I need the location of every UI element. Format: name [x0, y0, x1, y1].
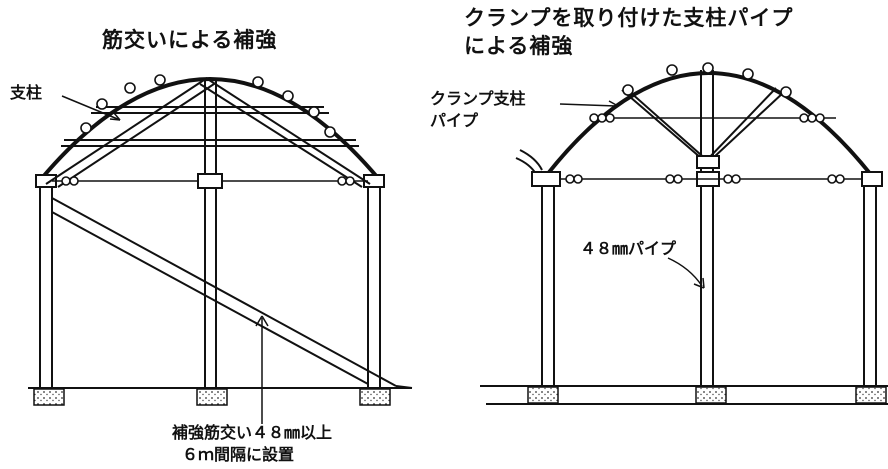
- right-wire-roller: [673, 174, 683, 184]
- left-post-label: 支柱: [10, 83, 43, 102]
- left-post-label-arrowhead: [109, 112, 121, 121]
- left-footing-center: [196, 388, 228, 406]
- right-arch-roller: [622, 84, 634, 96]
- right-diagram-title-line1: クランプを取り付けた支柱パイプ: [464, 6, 794, 30]
- right-wire-roller: [731, 174, 741, 184]
- right-wire-roller: [723, 174, 733, 184]
- left-wire-roller: [337, 176, 347, 186]
- right-greenhouse: [480, 70, 888, 405]
- right-arch-roller: [742, 68, 754, 80]
- left-footing-left: [33, 388, 65, 406]
- right-clamp-block-upper: [696, 155, 720, 169]
- right-arch-roller: [702, 62, 714, 74]
- right-wire-roller: [835, 174, 845, 184]
- left-brace-label-arrowhead: [255, 315, 269, 327]
- right-wire-roller: [597, 113, 607, 123]
- right-hose-end: [515, 149, 543, 175]
- right-outer-post-left: [541, 186, 555, 386]
- left-diagonal-brace: [51, 197, 413, 389]
- right-wire-roller: [573, 174, 583, 184]
- left-wire-roller: [61, 176, 71, 186]
- right-wire-roller: [605, 113, 615, 123]
- left-arch-roller: [80, 122, 92, 134]
- left-arch-roller: [154, 74, 166, 86]
- right-eave-plate-right: [861, 171, 883, 187]
- left-diagram-title: 筋交いによる補強: [102, 28, 278, 52]
- right-clamp-pipe-left: [621, 89, 710, 163]
- left-center-post: [204, 80, 217, 388]
- right-wire-roller: [807, 113, 817, 123]
- left-arch-roller: [324, 126, 336, 138]
- left-greenhouse: [28, 77, 413, 424]
- left-arch-roller: [252, 76, 264, 88]
- right-pipe-label-arrowhead: [693, 277, 705, 289]
- right-clamp-pipe-right: [704, 87, 785, 163]
- left-footing-right: [359, 388, 391, 406]
- right-arch-roller: [780, 86, 792, 98]
- right-arch-roller: [666, 64, 678, 76]
- left-upper-tie-beam: [91, 106, 329, 114]
- right-diagram-title-line2: による補強: [464, 34, 574, 58]
- right-wire-roller: [799, 113, 809, 123]
- right-pipe-label-leader: [667, 257, 703, 287]
- right-clamp-label-arrowhead: [608, 100, 619, 112]
- right-clamp-label-line1: クランプ支柱: [430, 89, 526, 108]
- right-clamp-label-line2: パイプ: [430, 111, 479, 130]
- right-clamp-label-leader: [559, 103, 617, 107]
- left-wire-roller: [69, 176, 79, 186]
- left-post-label-leader: [61, 95, 121, 121]
- right-ground-line: [480, 385, 888, 405]
- left-arch-roller: [282, 90, 294, 102]
- left-arch-roller: [96, 98, 108, 110]
- left-roof-brace-left: [45, 77, 215, 188]
- left-arch-roller: [124, 82, 136, 94]
- right-footing-left: [527, 386, 559, 404]
- right-eave-plate-left: [531, 171, 561, 187]
- right-footing-center: [695, 386, 727, 404]
- right-pipe-label: ４８㎜パイプ: [580, 239, 677, 258]
- right-center-post: [700, 70, 714, 386]
- left-wire-roller: [345, 176, 355, 186]
- right-outer-post-right: [863, 186, 877, 386]
- right-footing-right: [855, 386, 887, 404]
- right-wire-roller: [815, 113, 825, 123]
- right-wire-roller: [565, 174, 575, 184]
- right-wire-roller: [827, 174, 837, 184]
- left-roof-brace-right: [199, 77, 371, 188]
- left-brace-note-line2: ６ｍ間隔に設置: [182, 445, 295, 464]
- left-brace-note-line1: 補強筋交い４８㎜以上: [172, 423, 333, 442]
- right-wire-roller: [589, 113, 599, 123]
- right-wire-roller: [665, 174, 675, 184]
- left-outer-post-left: [39, 184, 53, 388]
- left-arch-roller: [308, 106, 320, 118]
- left-center-clamp: [197, 173, 223, 189]
- left-outer-post-right: [367, 184, 381, 388]
